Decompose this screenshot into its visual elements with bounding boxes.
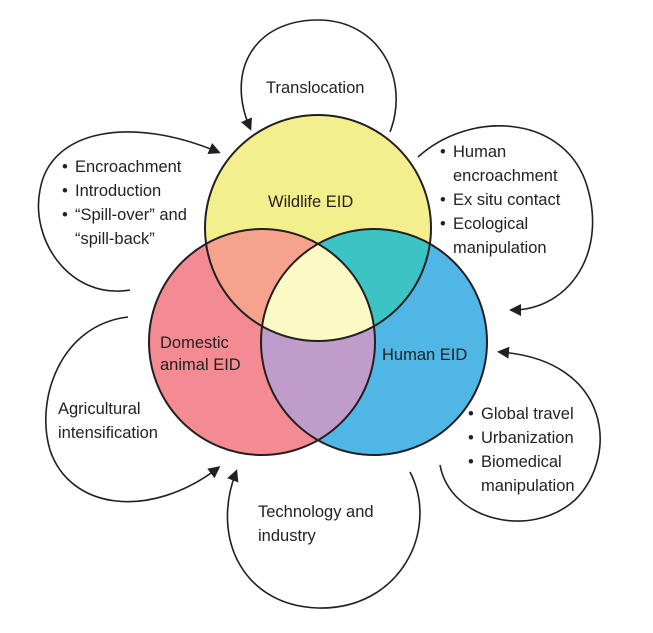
overlap-center — [261, 229, 375, 341]
translocation-label: Translocation — [266, 79, 365, 97]
domestic-label-line2: animal EID — [160, 356, 241, 374]
driver-item: “Spill-over” and — [62, 203, 187, 227]
driver-item: Global travel — [468, 402, 575, 426]
wildlife-eid-label: Wildlife EID — [268, 193, 354, 211]
technology-industry-arrow — [226, 469, 421, 609]
domestic-animal-eid-label: Domestic animal EID — [160, 332, 241, 376]
driver-item: Human encroachment — [440, 140, 560, 188]
human-eid-arrow — [439, 346, 601, 522]
driver-item: Urbanization — [468, 426, 575, 450]
driver-item: Ex situ contact — [440, 188, 560, 212]
driver-item: Biomedical manipulation — [468, 450, 575, 498]
wildlife-domestic-arrow — [37, 131, 221, 292]
driver-item: Encroachment — [62, 155, 187, 179]
agricultural-intensification-arrow — [45, 316, 221, 503]
human-eid-label: Human EID — [382, 346, 468, 364]
agricultural-intensification-label: Agricultural intensification — [58, 400, 158, 442]
driver-item: Introduction — [62, 179, 187, 203]
translocation-arrow — [240, 19, 397, 133]
technology-industry-label: Technology and industry — [258, 503, 374, 545]
domestic-label-line1: Domestic — [160, 334, 229, 352]
wildlife-human-arrow — [417, 125, 594, 316]
human-drivers: Global travel Urbanization Biomedical ma… — [468, 402, 575, 498]
wildlife-human-drivers: Human encroachment Ex situ contact Ecolo… — [440, 140, 560, 260]
wildlife-domestic-drivers: Encroachment Introduction “Spill-over” a… — [62, 155, 187, 251]
driver-item-continuation: “spill-back” — [75, 230, 155, 248]
driver-item: Ecological manipulation — [440, 212, 560, 260]
